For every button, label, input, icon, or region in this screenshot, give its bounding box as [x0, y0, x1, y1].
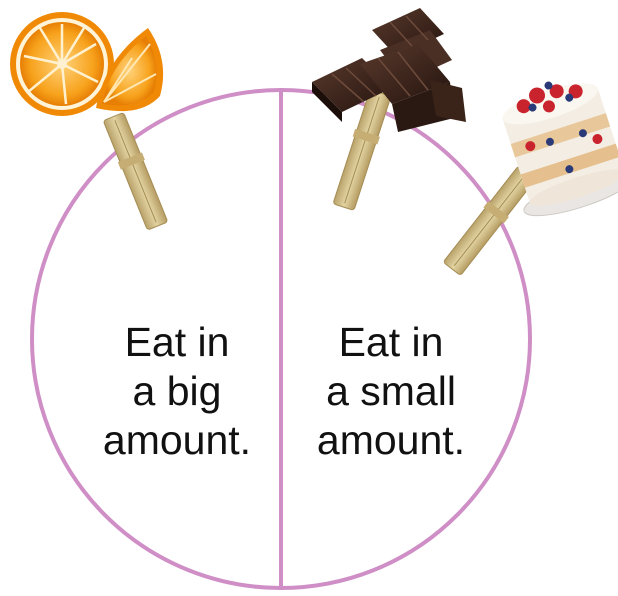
orange-slices-image: [10, 12, 163, 116]
small-amount-label-line-2: a small: [296, 367, 486, 416]
orange-clothespin: [101, 112, 169, 231]
big-amount-label-line-1: Eat in: [82, 318, 272, 367]
big-amount-label-line-2: a big: [82, 367, 272, 416]
small-amount-label-line-1: Eat in: [296, 318, 486, 367]
small-amount-label: Eat in a small amount.: [296, 318, 486, 465]
big-amount-label-line-3: amount.: [82, 416, 272, 465]
big-amount-label: Eat in a big amount.: [82, 318, 272, 465]
cake-clothespin: [442, 165, 538, 277]
small-amount-label-line-3: amount.: [296, 416, 486, 465]
